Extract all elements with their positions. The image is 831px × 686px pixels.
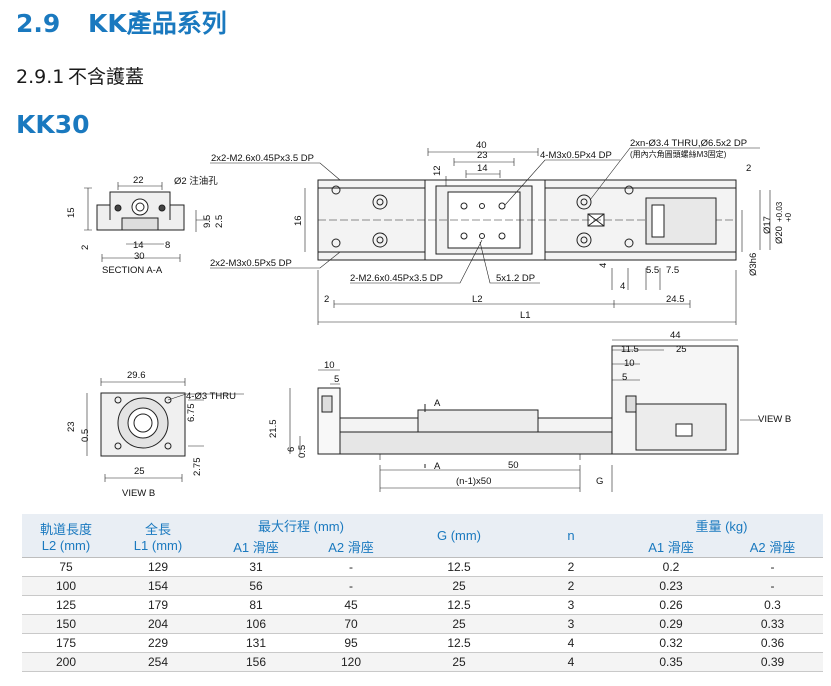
dim-label: (用內六角圓頭螺絲M3固定) [630,149,727,159]
dim-label: Ø20 [774,226,785,244]
dim-label: 2 [746,163,751,174]
dim-label: 10 [624,358,635,369]
dim-label: 14 [133,240,144,251]
section-marker: A [434,398,441,409]
dim-label: 50 [508,460,519,471]
dim-label: 0.5 [297,445,308,458]
header-max-stroke: 最大行程 (mm) [206,514,396,536]
technical-drawings: 22 Ø2 注油孔 15 9.5 2.5 2 14 8 30 SECTION A… [66,138,793,499]
dim-label: 6 [286,447,297,452]
dim-label: (n-1)x50 [456,476,491,487]
view-title: VIEW B [122,488,155,499]
dim-label: 23 [66,421,77,432]
section-number: 2.9 [16,9,61,38]
header-stroke-a2: A2 滑座 [306,536,396,558]
dim-label: Ø2 注油孔 [174,175,218,187]
dim-label: 9.5 [202,215,213,228]
dim-label: +0.03 [775,201,784,222]
dim-label: +0 [784,212,793,222]
dim-label: 29.6 [127,370,146,381]
dim-label: 6.75 [186,404,197,423]
dim-label: 4-M3x0.5Px4 DP [540,150,612,161]
dim-label: 2 [80,245,91,250]
dim-label: 2-M2.6x0.45Px3.5 DP [350,273,443,284]
view-title: VIEW B [758,414,791,425]
dim-label: 2.75 [192,458,203,477]
dim-label: 10 [324,360,335,371]
dim-label: 2xn-Ø3.4 THRU,Ø6.5x2 DP [630,138,747,149]
header-n: n [522,514,620,558]
view-b-drawing [86,378,244,482]
dim-label: 15 [66,207,77,218]
dim-label: 12 [432,165,443,176]
section-marker: A [434,461,441,472]
header-stroke-a1: A1 滑座 [206,536,306,558]
dim-label: G [596,476,603,487]
dim-label: 2x2-M2.6x0.45Px3.5 DP [211,153,314,164]
view-title: SECTION A-A [102,265,163,276]
dim-label: 5.5 [646,265,659,276]
dim-label: L1 [520,310,531,321]
top-view-drawing [210,147,771,325]
header-weight-a2: A2 滑座 [722,536,823,558]
dim-label: 5x1.2 DP [496,273,535,284]
dim-label: 21.5 [268,420,279,439]
dim-label: 30 [134,251,145,262]
dim-label: 16 [293,215,304,226]
dim-label: 25 [134,466,145,477]
dim-label: 11.5 [621,344,639,355]
dim-label: 44 [670,330,681,341]
dim-label: 0.5 [80,429,91,442]
section-heading: 2.9 KK產品系列 [16,4,227,40]
dim-label: 2x2-M3x0.5Px5 DP [210,258,292,269]
header-g: G (mm) [396,514,522,558]
dim-label: 2.5 [214,215,225,228]
dim-label: 25 [676,344,687,355]
model-heading: KK30 [16,110,90,139]
dim-label: Ø3h6 [748,253,759,276]
dim-label: 5 [334,374,339,385]
header-weight-a1: A1 滑座 [620,536,722,558]
section-a-a-drawing [84,182,210,262]
dim-label: 2 [324,294,329,305]
header-weight: 重量 (kg) [620,514,823,536]
dim-label: 4 [620,281,625,292]
dim-label: 7.5 [666,265,679,276]
dim-label: 4-Ø3 THRU [186,391,236,402]
dim-label: 23 [477,150,488,161]
dim-label: 24.5 [666,294,685,305]
dim-label: 5 [622,372,627,383]
subsection-title: 不含護蓋 [68,66,145,88]
dim-label: Ø17 [762,216,773,234]
dim-label: 40 [476,140,487,151]
dim-label: 8 [165,240,170,251]
subsection-number: 2.9.1 [16,66,65,88]
front-view-drawing [289,339,760,492]
dim-label: 14 [477,163,488,174]
section-title: KK產品系列 [88,9,227,38]
dim-label: 4 [598,263,609,268]
dim-label: 22 [133,175,144,186]
dim-label: L2 [472,294,483,305]
